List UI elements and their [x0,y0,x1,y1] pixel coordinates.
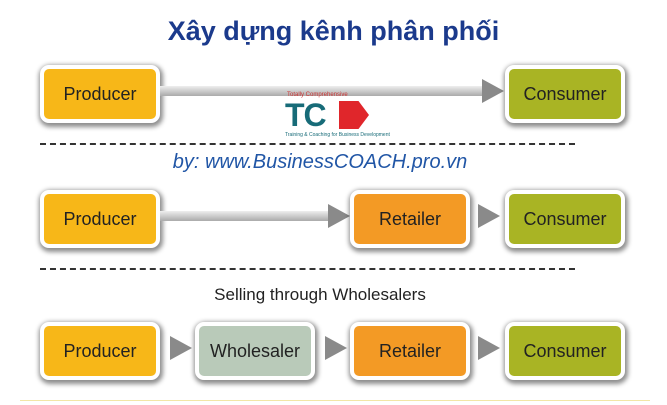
arrow-head [478,204,500,228]
producer-box: Producer [40,65,160,123]
arrow [160,211,330,221]
logo-subtitle: Training & Coaching for Business Develop… [285,132,390,138]
arrow-head [328,204,350,228]
consumer-box: Consumer [505,322,625,380]
logo-tagline: Totally Comprehensive [287,92,348,98]
arrow-head [482,79,504,103]
footer-line [20,400,650,401]
logo-mark: TC [285,97,327,133]
logo-arrow-shape [339,101,369,129]
producer-box: Producer [40,190,160,248]
arrow-head [478,336,500,360]
wholesaler-box: Wholesaler [195,322,315,380]
consumer-box: Consumer [505,65,625,123]
arrow-head [170,336,192,360]
watermark-text: by: www.BusinessCOACH.pro.vn [172,151,468,173]
consumer-box: Consumer [505,190,625,248]
divider [40,268,575,270]
row-label: Selling through Wholesalers [214,285,426,304]
arrow-head [325,336,347,360]
producer-box: Producer [40,322,160,380]
page-title: Xây dựng kênh phân phối [167,16,500,46]
divider [40,143,575,145]
arrow [160,86,485,96]
retailer-box: Retailer [350,322,470,380]
retailer-box: Retailer [350,190,470,248]
tcd-logo: Totally Comprehensive TC Training & Coac… [285,92,390,138]
